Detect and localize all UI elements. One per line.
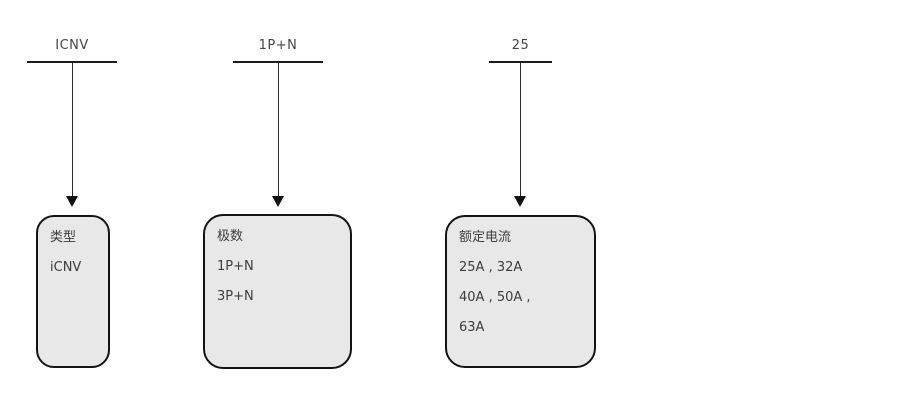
rated-current-box: 额定电流 25A , 32A 40A , 50A , 63A (445, 215, 596, 368)
arrow-down-icon (272, 196, 284, 207)
box-line: 25A , 32A (459, 260, 523, 275)
box-line: 63A (459, 320, 485, 335)
arrow-line (520, 63, 521, 196)
box-line: 40A , 50A , (459, 290, 531, 305)
box-title: 额定电流 (459, 230, 512, 245)
arrow-line (72, 63, 73, 196)
code-underline (233, 61, 323, 63)
code-underline (489, 61, 552, 63)
arrow-line (278, 63, 279, 196)
box-line: 3P+N (217, 289, 254, 304)
code-segment-label: ICNV (55, 38, 89, 53)
arrow-down-icon (514, 196, 526, 207)
box-title: 极数 (217, 229, 244, 244)
poles-box: 极数 1P+N 3P+N (203, 214, 352, 369)
box-line: 1P+N (217, 259, 254, 274)
type-box: 类型 iCNV (36, 215, 110, 368)
code-segment-label: 25 (511, 38, 530, 53)
box-title: 类型 (50, 230, 77, 245)
code-segment-label: 1P+N (258, 38, 298, 53)
code-underline (27, 61, 117, 63)
arrow-down-icon (66, 196, 78, 207)
box-line: iCNV (50, 260, 82, 275)
